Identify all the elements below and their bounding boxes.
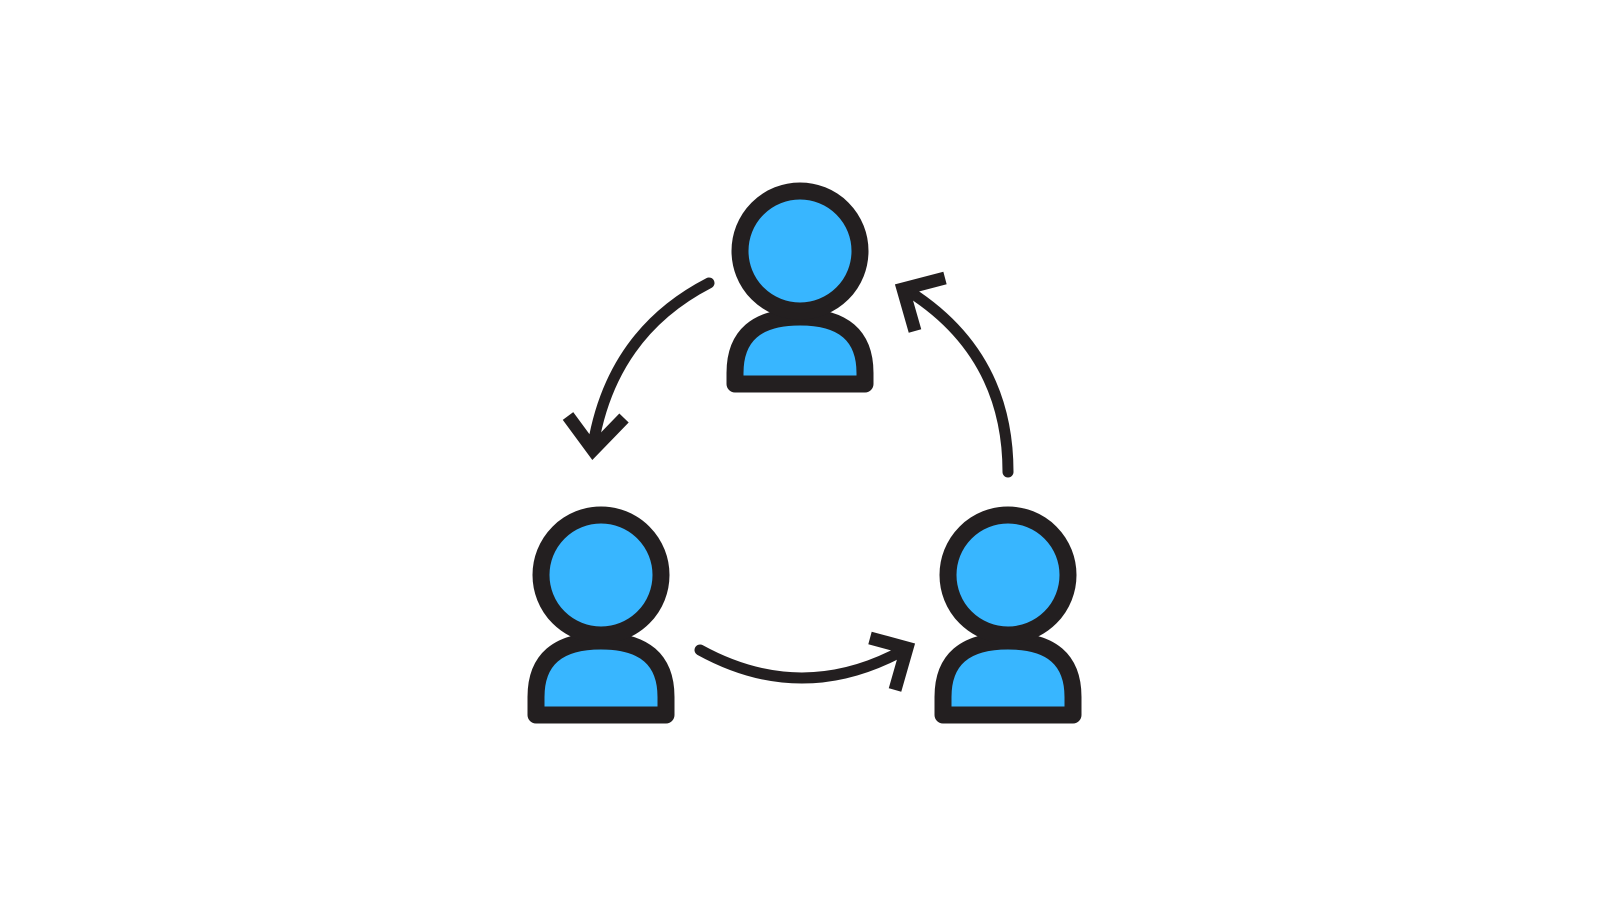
person-body	[527, 632, 675, 724]
person-icon-top	[726, 182, 874, 393]
arrow-head	[562, 412, 629, 461]
curved-arrow-icon-left-to-right	[694, 631, 916, 692]
person-icon-bottom-left	[527, 506, 675, 724]
curved-arrow-icon-top-to-left	[562, 277, 715, 461]
arrow-arc	[904, 286, 1014, 478]
person-head	[532, 506, 670, 644]
person-icon-bottom-right	[934, 506, 1082, 724]
person-body	[934, 632, 1082, 724]
arrow-head	[894, 271, 947, 333]
person-head	[731, 182, 869, 320]
curved-arrow-icon-right-to-top	[894, 271, 1014, 478]
arrow-arc	[694, 644, 906, 684]
arrow-arc	[587, 277, 715, 451]
arrow-head	[868, 631, 916, 692]
person-head	[939, 506, 1077, 644]
person-body	[726, 308, 874, 393]
